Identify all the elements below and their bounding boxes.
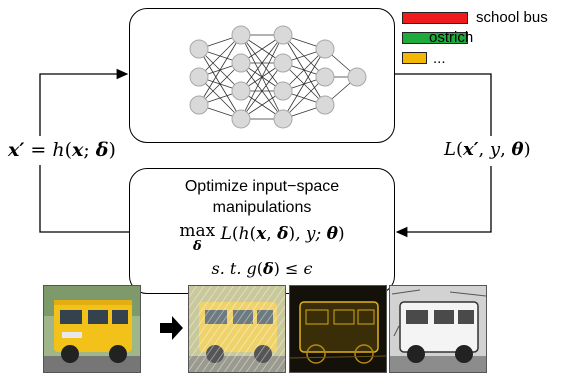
con-delta: δ xyxy=(263,259,274,278)
neuron-1-3 xyxy=(231,109,251,129)
neuron-4-0 xyxy=(347,67,367,87)
neuron-1-1 xyxy=(231,53,251,73)
edge-1-2-0 xyxy=(240,34,284,92)
neuron-2-1 xyxy=(273,53,293,73)
neuron-3-1 xyxy=(315,67,335,87)
loss-equation: L(x′, y, θ) xyxy=(444,139,531,160)
con-rel: ≤ ϵ xyxy=(279,259,313,278)
optimization-constraint: s. t. g(δ) ≤ ϵ xyxy=(129,259,395,278)
sketch-bus-image xyxy=(389,285,487,373)
obj-y: , y; xyxy=(295,224,327,244)
eq-equals: = xyxy=(24,139,53,161)
optimization-title-line1: Optimize input−space xyxy=(184,178,340,195)
eq-close: ) xyxy=(108,139,116,161)
obj-delta: δ xyxy=(277,224,289,244)
optimization-box xyxy=(129,168,395,294)
obj-theta: θ xyxy=(326,224,338,244)
loss-L: L xyxy=(444,139,456,160)
left-arrow-up xyxy=(39,68,129,136)
noisy-bus-image xyxy=(188,285,286,373)
left-line-down xyxy=(39,165,129,233)
eq-h: h xyxy=(52,139,65,161)
school-bus-picture xyxy=(44,286,140,372)
original-bus-image xyxy=(43,285,141,373)
neuron-0-2 xyxy=(189,95,209,115)
neural-network-icon xyxy=(189,25,367,129)
edge-0-1-0 xyxy=(198,34,242,78)
loss-theta: θ xyxy=(511,139,524,160)
obj-open: ( xyxy=(231,224,239,244)
loss-open: ( xyxy=(455,139,463,160)
obj-sep: , xyxy=(266,224,278,244)
right-arrow-in xyxy=(395,166,492,238)
edge-1-3-1 xyxy=(240,62,284,120)
input-manipulation-equation: x′ = h(x; δ) xyxy=(8,139,116,161)
obj-h: h xyxy=(238,224,250,244)
noisy-school-bus-picture xyxy=(189,286,285,372)
max-label: max xyxy=(179,221,216,241)
neuron-3-2 xyxy=(315,95,335,115)
eq-x: x xyxy=(72,139,84,161)
loss-sep1: , xyxy=(478,139,490,160)
loss-xprime: x′ xyxy=(462,139,479,160)
edge-bus-image xyxy=(289,285,387,373)
edge-1-3-0 xyxy=(240,34,284,120)
eq-xprime: x′ xyxy=(8,139,25,161)
neural-network-box xyxy=(129,8,395,143)
max-subscript: δ xyxy=(192,239,202,254)
con-st: s. t. g xyxy=(211,259,257,278)
right-line-out xyxy=(395,73,492,136)
legend-label-ostrich: ostrich xyxy=(429,29,474,46)
eq-sep: ; xyxy=(83,139,96,161)
edge-2-3-0 xyxy=(282,48,326,120)
edge-0-2-0 xyxy=(198,34,242,106)
neuron-0-1 xyxy=(189,67,209,87)
neuron-2-3 xyxy=(273,109,293,129)
legend-swatch-school-bus xyxy=(402,12,468,24)
obj-close: ) xyxy=(337,224,345,244)
edge-2-3-1 xyxy=(282,76,326,120)
obj-L: L xyxy=(220,224,232,244)
loss-sep2: , xyxy=(500,139,512,160)
edge-0-2-1 xyxy=(198,62,242,106)
legend-label-other: ... xyxy=(433,50,446,67)
edge-school-bus-picture xyxy=(290,286,386,372)
obj-open2: ( xyxy=(249,224,257,244)
neuron-1-0 xyxy=(231,25,251,45)
neuron-2-2 xyxy=(273,81,293,101)
eq-delta: δ xyxy=(95,139,109,161)
sketch-school-bus-picture xyxy=(390,286,486,372)
loss-close: ) xyxy=(523,139,531,160)
eq-open: ( xyxy=(64,139,73,161)
transform-arrow xyxy=(160,316,183,340)
con-close: ) xyxy=(273,259,280,278)
con-open: ( xyxy=(256,259,263,278)
neuron-3-0 xyxy=(315,39,335,59)
obj-x: x xyxy=(256,224,267,244)
neuron-0-0 xyxy=(189,39,209,59)
loss-y: y xyxy=(489,139,501,160)
legend-label-school-bus: school bus xyxy=(476,9,548,26)
legend-swatch-ostrich xyxy=(402,32,468,44)
neuron-2-0 xyxy=(273,25,293,45)
optimization-title-line2: manipulations xyxy=(212,199,312,216)
edge-2-2-0 xyxy=(282,48,326,92)
obj-close2: ) xyxy=(288,224,296,244)
neuron-1-2 xyxy=(231,81,251,101)
legend-swatch-other xyxy=(402,52,427,64)
